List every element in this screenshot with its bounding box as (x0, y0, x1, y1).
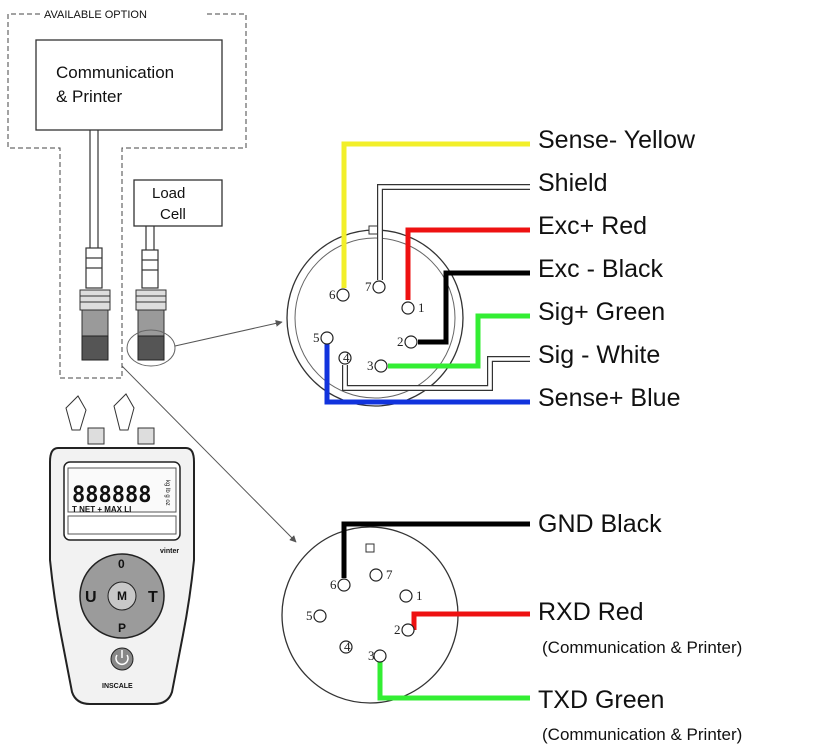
pin-4 (338, 351, 352, 365)
wire-5 (324, 344, 530, 405)
communication-printer-box: Communication & Printer (35, 39, 223, 131)
pin-4 (339, 640, 353, 654)
wire-3 (377, 662, 530, 701)
available-option-title: AVAILABLE OPTION (44, 9, 147, 21)
display-mode-row: T NET + MAX LI (72, 505, 131, 514)
pin-number-2: 2 (397, 334, 404, 349)
pin-number-1: 1 (416, 588, 423, 603)
wire-3 (388, 313, 530, 369)
pin-number-5: 5 (313, 330, 320, 345)
pin-2 (401, 623, 415, 637)
pin-3 (374, 359, 388, 373)
wire-2 (411, 611, 530, 630)
pin-number-4: 4 (343, 350, 350, 365)
pin-number-2: 2 (394, 622, 401, 637)
wire-label-4: Sig - White (538, 341, 660, 369)
wire-note-2: (Communication & Printer) (542, 638, 742, 657)
wire-2 (418, 270, 530, 345)
pin-number-3: 3 (367, 358, 374, 373)
pin-7 (369, 568, 383, 582)
pin-6 (337, 578, 351, 592)
pin-7 (372, 280, 386, 294)
loadcell-connector-face (286, 225, 464, 407)
loadcell-pins: 1 2 3 4 5 6 7 (313, 279, 425, 373)
comm-connector-plug (79, 289, 111, 361)
indicator-device: 888888 kg lb g oz T NET + MAX LI vinter … (49, 393, 195, 705)
load-cell-label-1: Load (152, 185, 185, 202)
wire-label-3: Sig+ Green (538, 298, 665, 326)
comm-wires (341, 521, 530, 701)
display-digits: 888888 (72, 483, 151, 508)
available-option-frame: AVAILABLE OPTION (7, 9, 247, 379)
comm-zoom-arrow (121, 365, 297, 543)
wire-label-1: Exc+ Red (538, 212, 647, 240)
comm-box-label-1: Communication (56, 63, 174, 82)
brand-small: vinter (160, 548, 179, 555)
wire-label-7: Shield (538, 169, 608, 197)
load-cell-label-2: Cell (160, 206, 186, 223)
wire-6 (341, 141, 530, 288)
pin-number-1: 1 (418, 300, 425, 315)
pin-5 (313, 609, 327, 623)
wire-label-3: TXD Green (538, 686, 664, 714)
pin-2 (404, 335, 418, 349)
pin-5 (320, 331, 334, 345)
down-key: P (118, 621, 126, 635)
right-key: T (148, 589, 158, 606)
comm-box-label-2: & Printer (56, 87, 122, 106)
center-key: M (117, 589, 127, 603)
pin-1 (399, 589, 413, 603)
pin-number-4: 4 (344, 639, 351, 654)
comm-pins: 1 2 3 4 5 6 7 (306, 567, 423, 663)
loadcell-connector-plug (135, 289, 167, 361)
loadcell-zoom-circle (126, 329, 176, 367)
brand-bottom: INSCALE (102, 683, 133, 690)
pin-number-7: 7 (386, 567, 393, 582)
wire-label-5: Sense+ Blue (538, 384, 680, 412)
wire-4 (343, 357, 530, 390)
comm-cable (85, 130, 103, 289)
loadcell-wires (324, 141, 530, 405)
wire-label-6: GND Black (538, 510, 662, 538)
wire-1 (405, 227, 530, 300)
pin-number-7: 7 (365, 279, 372, 294)
wire-label-6: Sense- Yellow (538, 126, 696, 154)
wire-label-2: Exc - Black (538, 255, 664, 283)
up-key: 0 (118, 557, 125, 571)
pin-number-5: 5 (306, 608, 313, 623)
load-cell-box: Load Cell (133, 179, 223, 227)
display-units: kg lb g oz (164, 480, 170, 506)
pin-1 (401, 301, 415, 315)
loadcell-cable (141, 226, 159, 289)
wire-label-2: RXD Red (538, 598, 644, 626)
wire-7 (378, 185, 530, 280)
pin-number-3: 3 (368, 648, 375, 663)
power-icon (110, 647, 134, 671)
wire-outline-7 (377, 184, 530, 280)
pin-3 (373, 649, 387, 663)
wire-note-3: (Communication & Printer) (542, 725, 742, 744)
pin-number-6: 6 (330, 577, 337, 592)
pin-number-6: 6 (329, 287, 336, 302)
pin-6 (336, 288, 350, 302)
left-key: U (85, 589, 97, 606)
wire-6 (341, 521, 530, 578)
loadcell-zoom-arrow (174, 319, 283, 347)
